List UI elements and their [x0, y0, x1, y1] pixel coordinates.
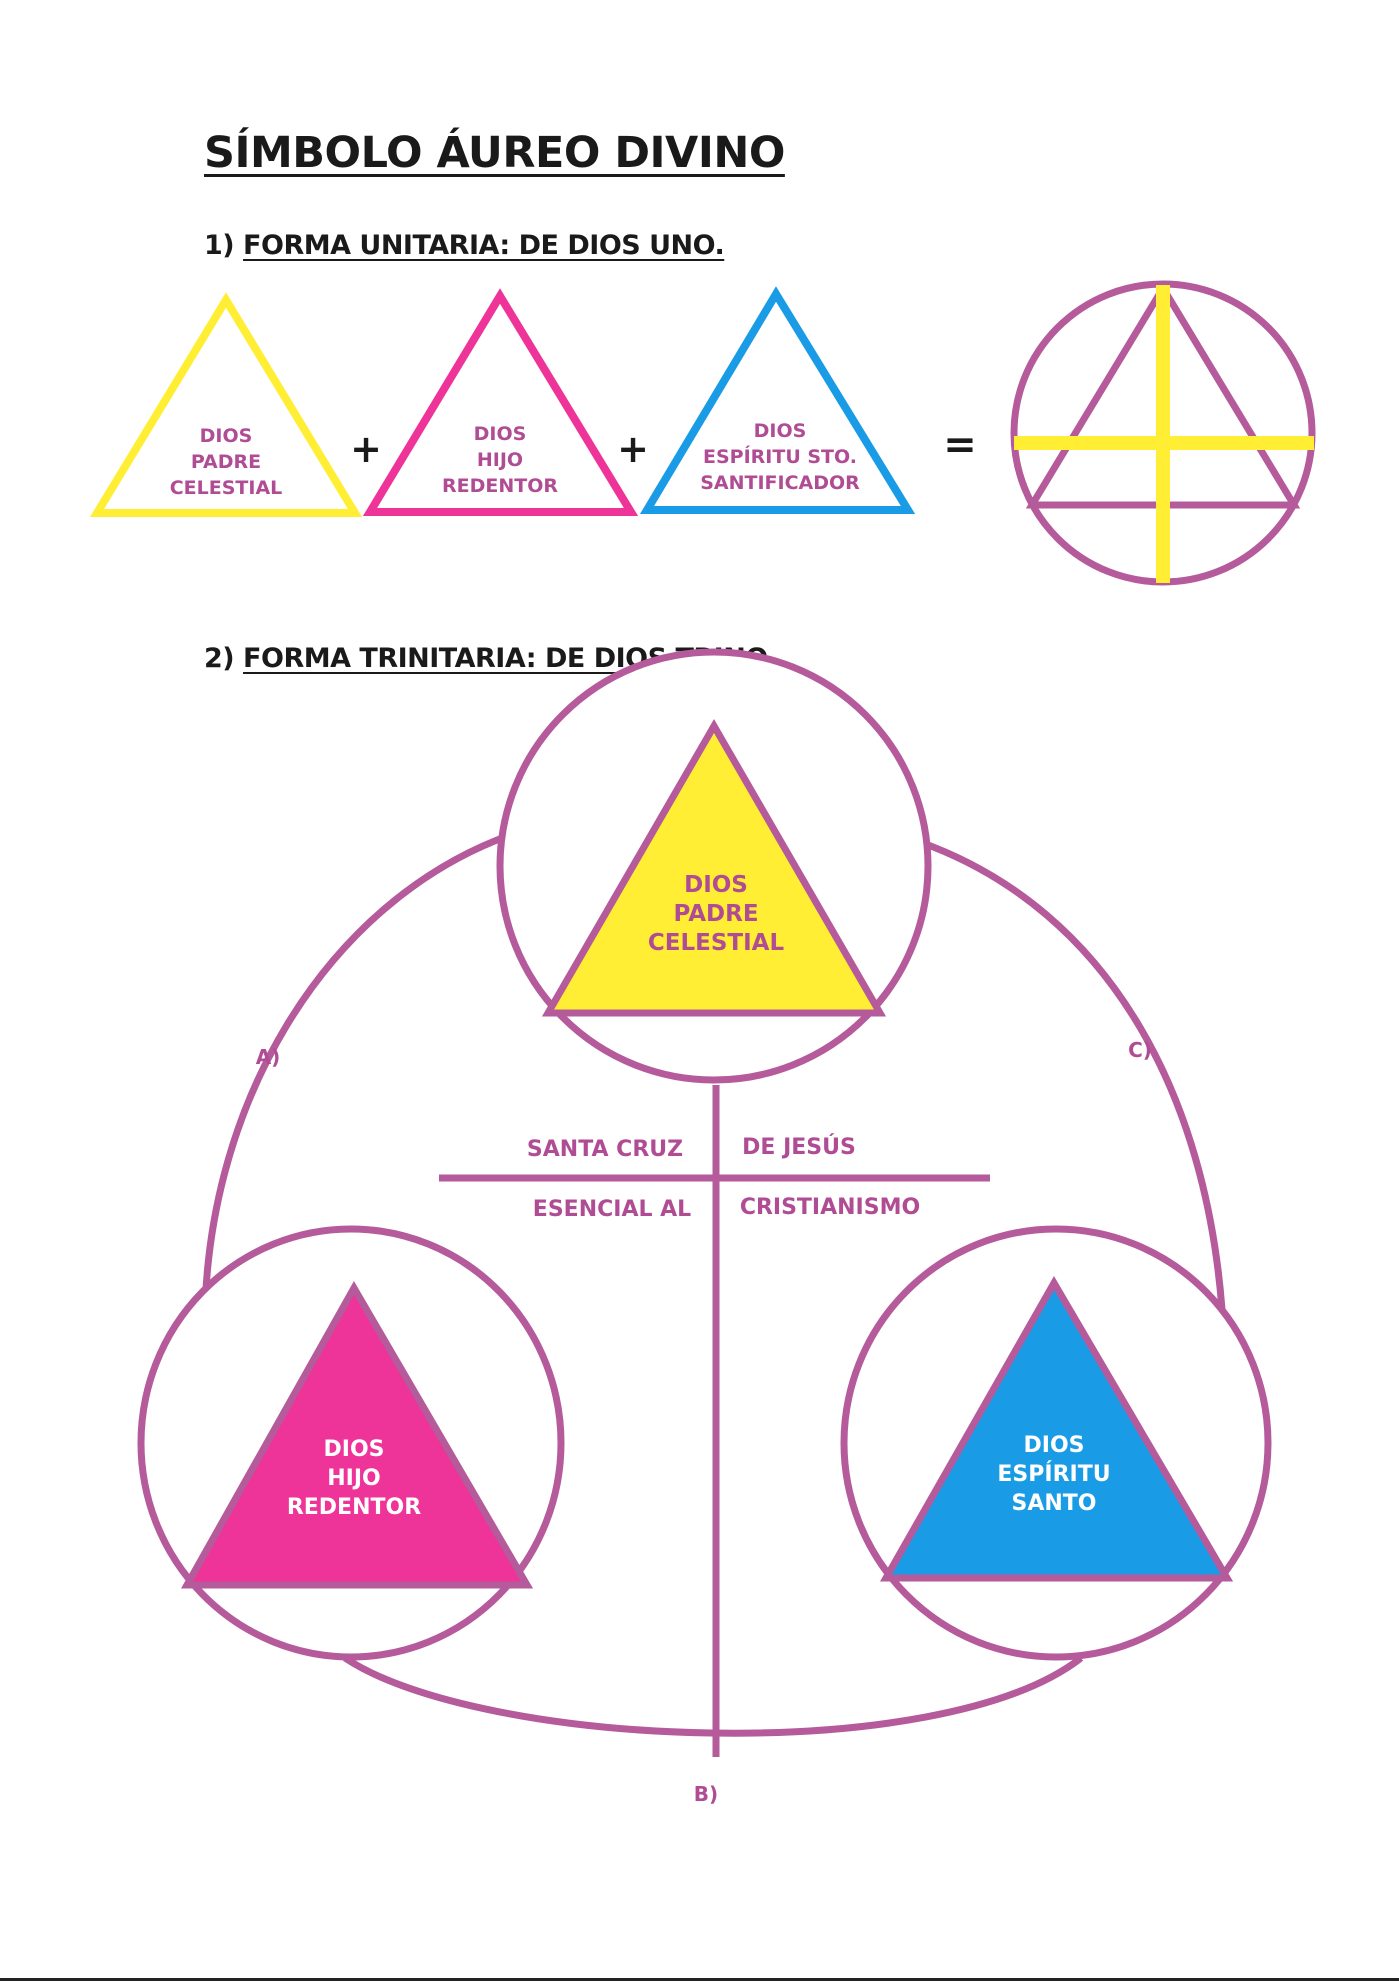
central-cross: SANTA CRUZ DE JESÚS ESENCIAL AL CRISTIAN…	[439, 1085, 990, 1757]
triangle-text-line: DIOS	[200, 425, 253, 447]
triangle-text-line: SANTIFICADOR	[700, 472, 860, 494]
node-text-line: SANTO	[1012, 1491, 1097, 1516]
node-triangle	[541, 719, 887, 1017]
triangle-outline-shape	[89, 292, 363, 517]
triangle-outline-shape	[362, 288, 639, 516]
arc-label-c: C)	[1128, 1038, 1152, 1062]
equals-sign: =	[943, 422, 977, 468]
triangle-text-line: ESPÍRITU STO.	[703, 445, 857, 468]
node-text-line: REDENTOR	[287, 1495, 421, 1520]
section-heading-unitary: 1) FORMA UNITARIA: DE DIOS UNO.	[204, 230, 725, 261]
triangle-text-line: REDENTOR	[442, 475, 558, 497]
connector-arc-b	[343, 1655, 1084, 1737]
connector-arc-c	[918, 838, 1228, 1346]
page-title: SÍMBOLO ÁUREO DIVINO	[204, 128, 785, 178]
section-number: 2)	[204, 643, 235, 674]
node-text-line: DIOS	[684, 872, 748, 898]
cross-vertical-bar	[1156, 285, 1170, 583]
plus-sign: +	[350, 427, 382, 471]
node-spirit: DIOS ESPÍRITU SANTO	[840, 1225, 1272, 1661]
triangle-spirit-outline: DIOS ESPÍRITU STO. SANTIFICADOR	[639, 286, 916, 514]
cross-text-bottom-right: CRISTIANISMO	[740, 1195, 920, 1220]
triangle-son-outline: DIOS HIJO REDENTOR	[362, 288, 639, 516]
section-number: 1)	[204, 230, 235, 261]
cross-horizontal-bar	[1014, 436, 1314, 450]
trinitary-diagram: DIOS PADRE CELESTIAL SANTA CRUZ DE JESÚS…	[137, 648, 1272, 1806]
triangle-text-line: DIOS	[474, 423, 527, 445]
node-son: DIOS HIJO REDENTOR	[137, 1225, 565, 1661]
node-father: DIOS PADRE CELESTIAL	[496, 648, 932, 1084]
triangle-text-line: HIJO	[477, 449, 523, 471]
node-text-line: HIJO	[327, 1466, 381, 1491]
node-text-line: ESPÍRITU	[997, 1461, 1110, 1487]
connector-arc-a	[201, 830, 515, 1341]
unity-symbol	[1010, 280, 1316, 586]
triangle-father-outline: DIOS PADRE CELESTIAL	[89, 292, 363, 517]
plus-sign: +	[617, 427, 649, 471]
node-triangle	[879, 1276, 1234, 1582]
node-text-line: CELESTIAL	[648, 930, 785, 956]
triangle-text-line: DIOS	[754, 420, 807, 442]
node-text-line: PADRE	[673, 901, 758, 927]
section-label: FORMA UNITARIA: DE DIOS UNO.	[243, 230, 725, 261]
node-triangle	[181, 1280, 534, 1589]
node-text-line: DIOS	[324, 1437, 385, 1462]
bottom-border	[0, 1978, 1399, 1981]
cross-text-top-right: DE JESÚS	[742, 1134, 856, 1160]
cross-text-bottom-left: ESENCIAL AL	[533, 1197, 691, 1222]
cross-text-top-left: SANTA CRUZ	[527, 1137, 683, 1162]
triangle-text-line: PADRE	[191, 451, 261, 473]
arc-label-b: B)	[694, 1782, 718, 1806]
unitary-diagram: DIOS PADRE CELESTIAL + DIOS HIJO REDENTO…	[89, 280, 1316, 586]
triangle-text-line: CELESTIAL	[170, 477, 283, 499]
node-text-line: DIOS	[1024, 1433, 1085, 1458]
triangle-outline-shape	[639, 286, 916, 514]
arc-label-a: A)	[256, 1045, 281, 1069]
